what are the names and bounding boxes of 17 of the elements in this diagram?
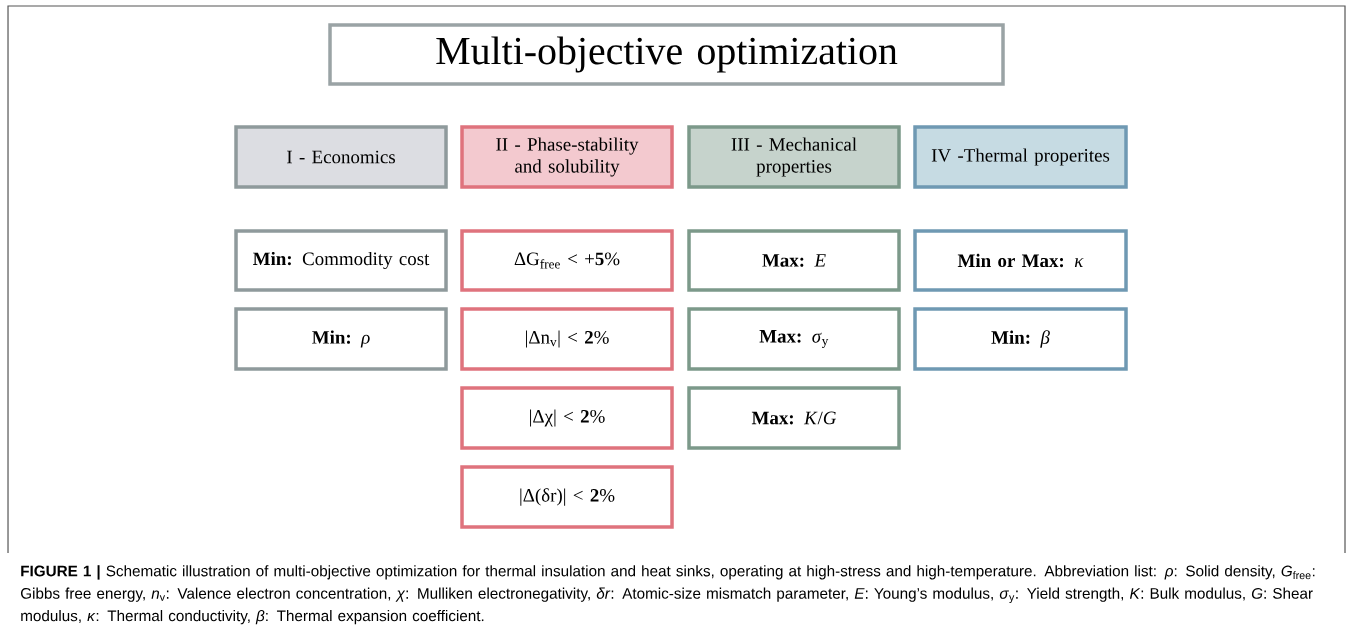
criterion-box: ΔG$_{free}$ < +5% <box>460 229 674 292</box>
category-box: III - Mechanical properties <box>687 125 901 189</box>
criterion-box: Min: β <box>913 307 1128 371</box>
criterion-box: Min: Commodity cost <box>234 229 448 292</box>
criterion-box: Min or Max: κ <box>913 229 1128 292</box>
criterion-box: Min: ρ <box>234 307 448 371</box>
criterion-box: |Δn$_{v}$| < 2% <box>460 307 674 371</box>
criterion-box: |Δχ| < 2% <box>460 386 674 450</box>
criterion-box: Max: σ$_{y}$ <box>687 307 901 371</box>
figure-caption: FIGURE 1 | Schematic illustration of multi-objective optimization for thermal insulation and heat sinks, operating at high-stress and high-temperature. Abbreviation list: ρ: Solid density, G$_{free}$: Gibbs free energy, n$_{v}$: Valence electron concentration, χ: Mulliken electronegativity, δr: Atomic-size mismatch parameter, E: Young’s modulus, σ$_{y}$: Yield strength, K: Bulk modulus, G: Shear modulus, κ: Thermal conductivity, β: Thermal expansion coefficient. <box>21 565 1315 625</box>
category-box: II - Phase-stability and solubility <box>460 125 674 189</box>
criterion-box: Max: E <box>687 229 901 292</box>
category-box: I - Economics <box>234 125 448 189</box>
category-box: IV -Thermal properites <box>913 125 1128 189</box>
criterion-box: |Δ(δr)| < 2% <box>460 465 674 529</box>
criterion-box: Max: K/G <box>687 386 901 450</box>
title-box: Multi-objective optimization <box>328 23 1005 86</box>
